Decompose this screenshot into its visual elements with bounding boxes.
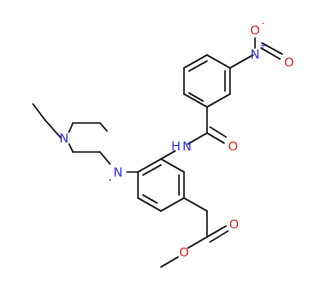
nitrophenyl-ring: [183, 54, 231, 108]
amide-nitrogen-label: N: [182, 139, 191, 154]
piperazine-nitrogen-ethyl-label: N: [59, 131, 68, 146]
amide-hydrogen-label: H: [171, 139, 180, 154]
nitro-nitrogen-charge: +: [260, 42, 267, 51]
chemical-structure-diagram: N + O - O N H O N N O O: [32, 19, 294, 268]
ethylpiperazine: [32, 103, 139, 181]
atom-labels: N + O - O N H O N N O O: [59, 19, 294, 260]
nitro-group: [229, 37, 283, 69]
nitro-nitrogen-label: N: [250, 47, 259, 62]
amide-oxygen-label: O: [228, 139, 238, 154]
ester-methoxy-oxygen-label: O: [179, 245, 189, 260]
benzoate-ring: [137, 158, 185, 212]
nitro-oxygen-double-label: O: [284, 55, 294, 70]
methyl-ester: [160, 197, 229, 268]
nitro-oxygen-single-label: O: [250, 23, 260, 38]
amide-linkage: [160, 106, 227, 160]
piperazine-nitrogen-aryl-label: N: [113, 165, 122, 180]
ester-carbonyl-oxygen-label: O: [229, 217, 239, 232]
nitro-oxygen-charge: -: [262, 19, 265, 28]
